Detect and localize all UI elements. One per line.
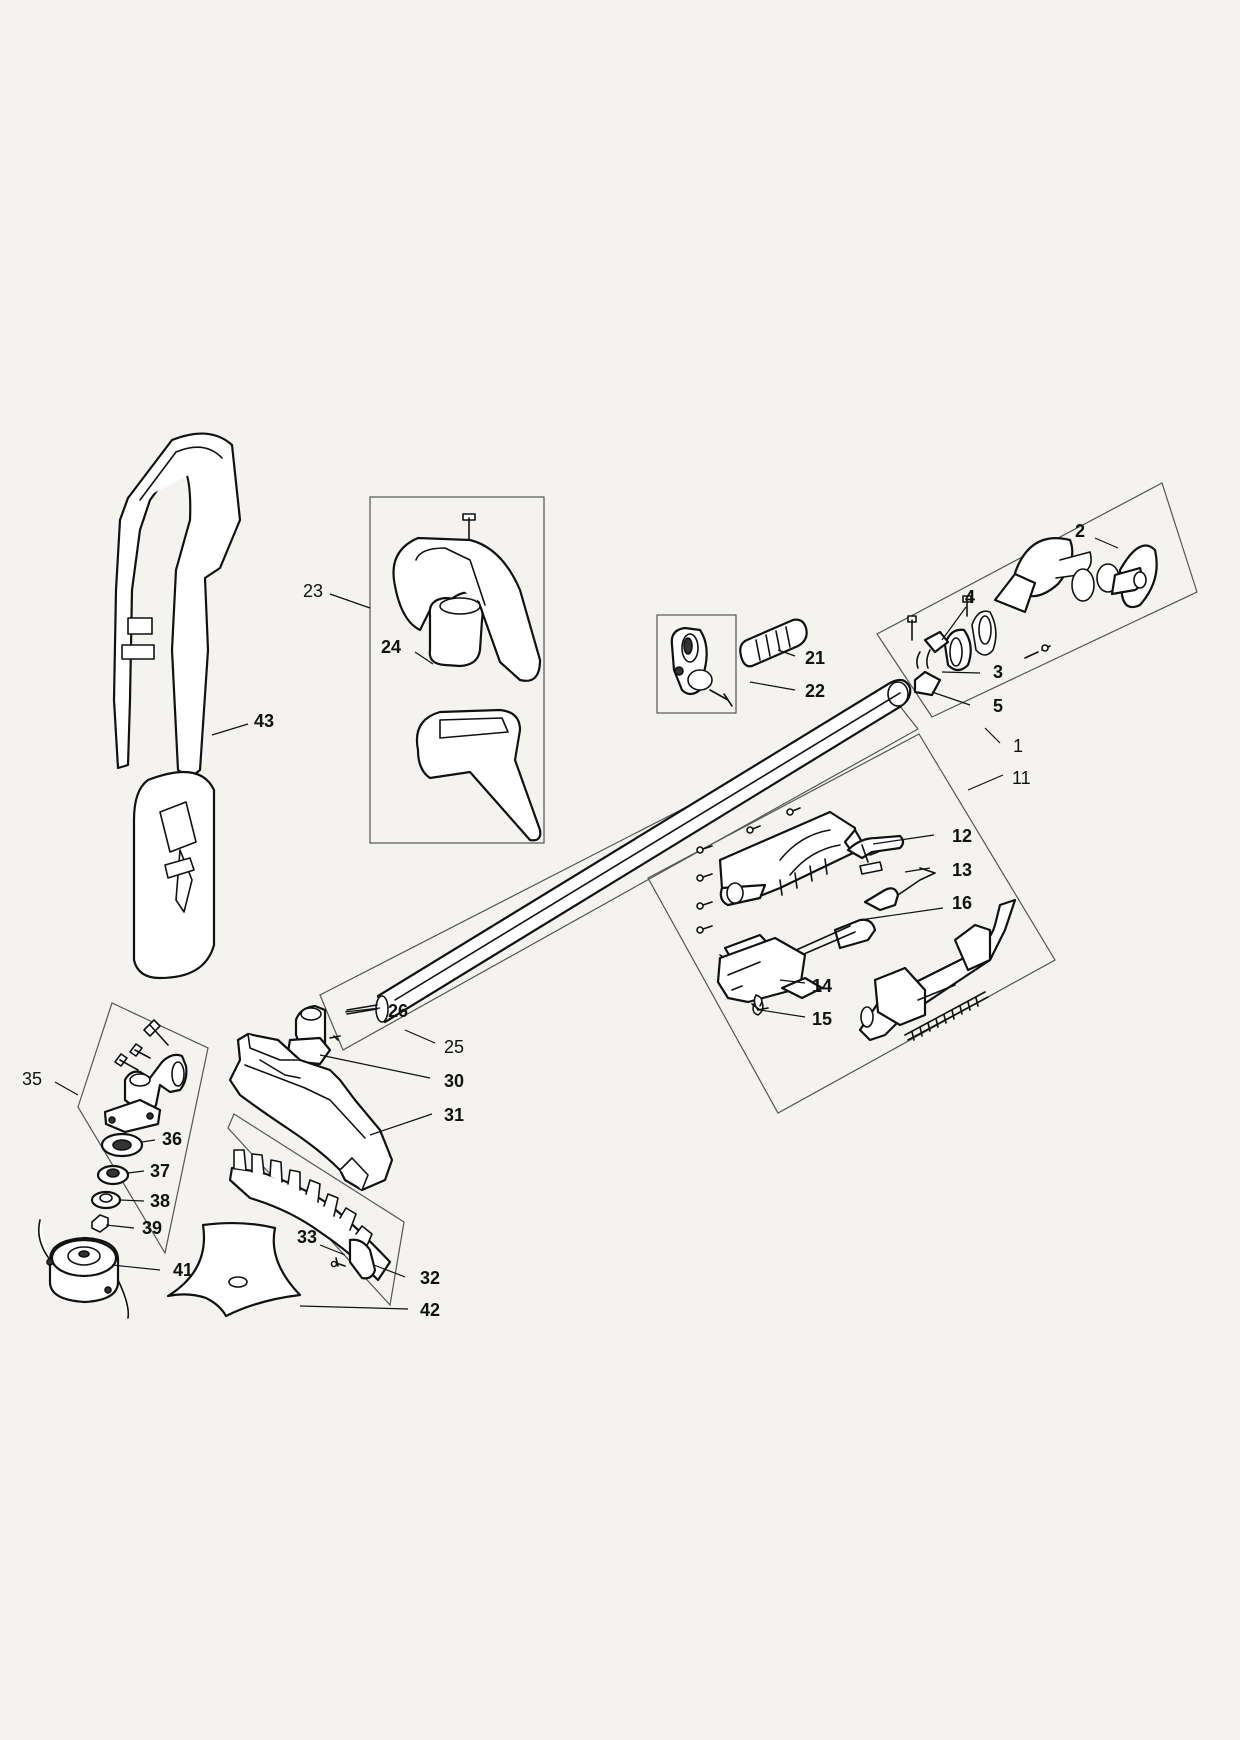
callout-labels: 1 2 3 4 5 11 12 13 14 15 16 21 22 23 24 … bbox=[22, 521, 1085, 1320]
callout-36: 36 bbox=[162, 1129, 182, 1149]
callout-16: 16 bbox=[952, 893, 972, 913]
shaft-clamp bbox=[286, 1004, 341, 1066]
callout-26: 26 bbox=[388, 1001, 408, 1021]
callout-24: 24 bbox=[381, 637, 401, 657]
callout-5: 5 bbox=[993, 696, 1003, 716]
grip-group-box bbox=[656, 614, 737, 714]
gearhead-parts bbox=[90, 1019, 188, 1233]
leader-lines bbox=[54, 537, 1119, 1310]
clutch-group-box bbox=[876, 482, 1198, 718]
callout-35: 35 bbox=[22, 1069, 42, 1089]
callout-1: 1 bbox=[1013, 736, 1023, 756]
engine-housing-group-box bbox=[647, 733, 1056, 1114]
callout-3: 3 bbox=[993, 662, 1003, 682]
callout-4: 4 bbox=[965, 587, 975, 607]
callout-22: 22 bbox=[805, 681, 825, 701]
trimmer-guard bbox=[228, 1032, 394, 1192]
callout-14: 14 bbox=[812, 976, 832, 996]
callout-15: 15 bbox=[812, 1009, 832, 1029]
callout-32: 32 bbox=[420, 1268, 440, 1288]
trimmer-head bbox=[37, 1219, 130, 1319]
callout-11: 11 bbox=[1012, 768, 1031, 788]
shoulder-harness bbox=[112, 432, 242, 980]
engine-housing-parts bbox=[696, 807, 1017, 1042]
cutting-blade bbox=[166, 1222, 302, 1318]
callout-2: 2 bbox=[1075, 521, 1085, 541]
callout-42: 42 bbox=[420, 1300, 440, 1320]
handle-group-box bbox=[369, 496, 545, 844]
callout-33: 33 bbox=[297, 1227, 317, 1247]
callout-38: 38 bbox=[150, 1191, 170, 1211]
loop-handle bbox=[392, 513, 542, 842]
callout-21: 21 bbox=[805, 648, 825, 668]
callout-13: 13 bbox=[952, 860, 972, 880]
gearhead-group-box bbox=[77, 1002, 209, 1255]
callout-37: 37 bbox=[150, 1161, 170, 1181]
guard-extension bbox=[228, 1149, 392, 1282]
callout-23: 23 bbox=[303, 581, 323, 601]
callout-43: 43 bbox=[254, 711, 274, 731]
callout-41: 41 bbox=[173, 1260, 193, 1280]
callout-12: 12 bbox=[952, 826, 972, 846]
callout-39: 39 bbox=[142, 1218, 162, 1238]
grip-and-clamp bbox=[670, 618, 808, 707]
clutch-assembly bbox=[907, 537, 1158, 697]
callout-25: 25 bbox=[444, 1037, 464, 1057]
callout-30: 30 bbox=[444, 1071, 464, 1091]
guard-blade-group-box bbox=[227, 1113, 405, 1307]
callout-31: 31 bbox=[444, 1105, 464, 1125]
